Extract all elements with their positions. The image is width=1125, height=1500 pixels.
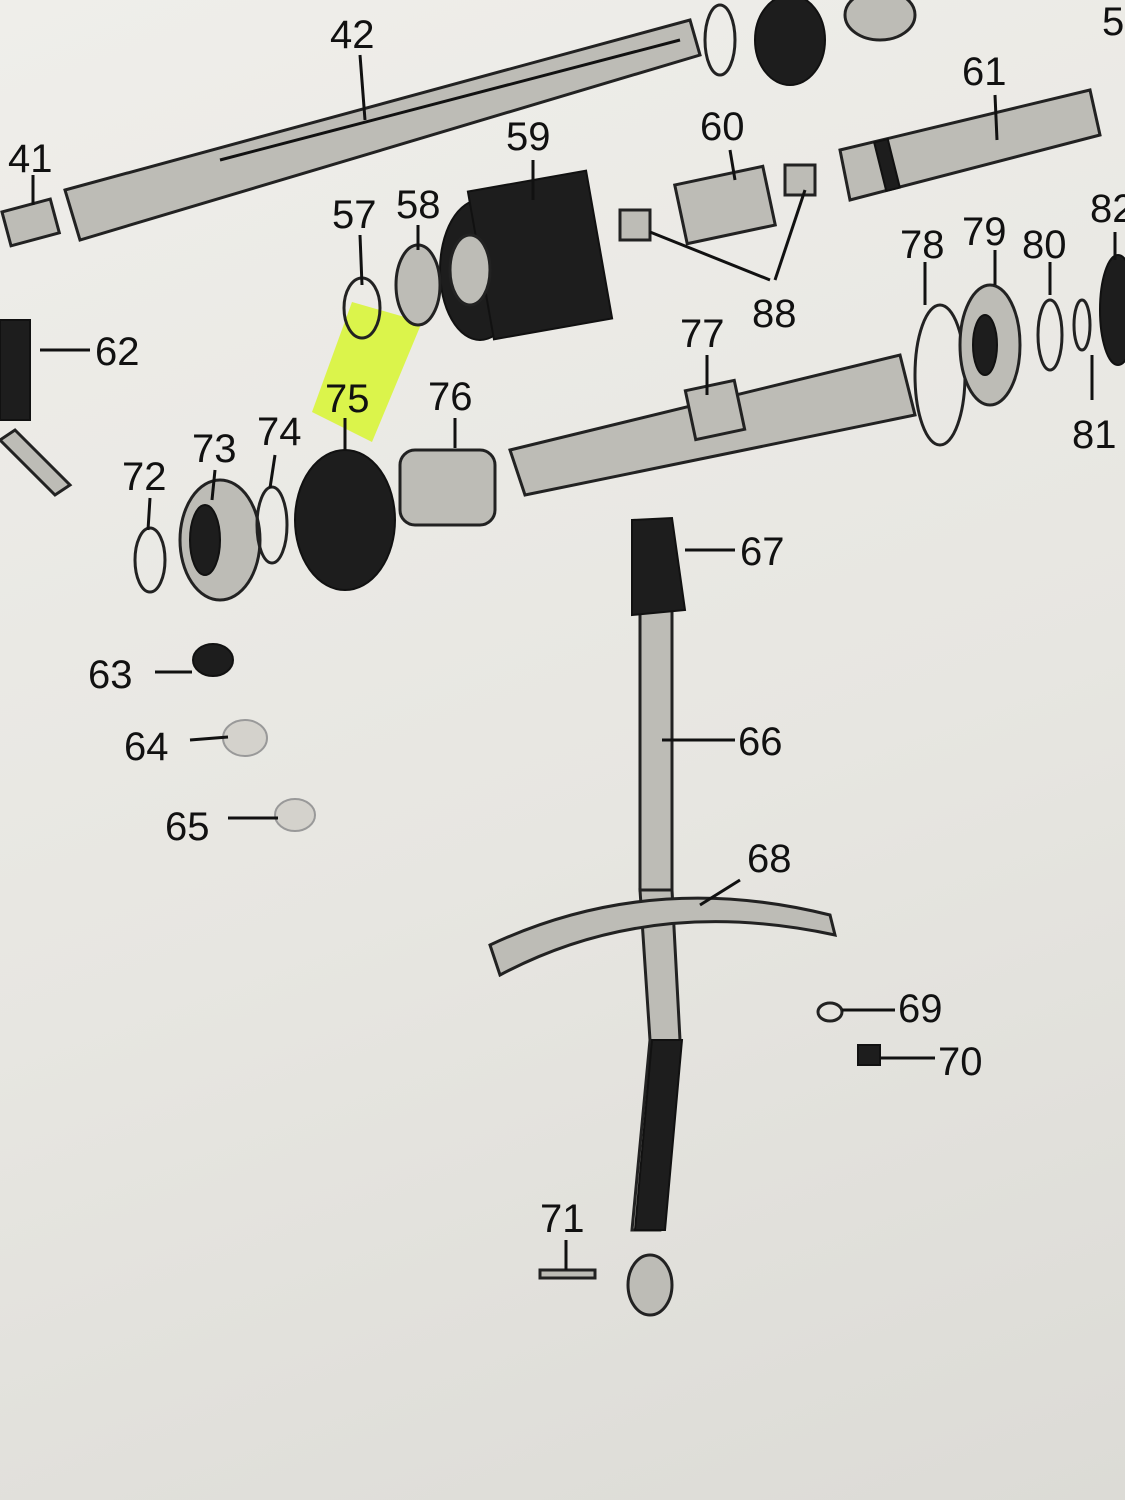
label-72: 72: [122, 455, 167, 499]
part-65-washer: [274, 798, 316, 832]
label-60: 60: [700, 105, 745, 149]
label-66: 66: [738, 720, 783, 764]
label-42: 42: [330, 13, 375, 57]
part-63-washer: [192, 643, 234, 677]
highlight-marker: [312, 302, 422, 442]
part-72-circlip: [133, 526, 167, 594]
label-77: 77: [680, 312, 725, 356]
part-42-mainshaft: [63, 18, 702, 242]
label-80: 80: [1022, 223, 1067, 267]
part-75-gear: [294, 449, 396, 591]
label-88: 88: [752, 292, 797, 336]
label-57: 57: [332, 193, 377, 237]
label-79: 79: [962, 210, 1007, 254]
label-78: 78: [900, 223, 945, 267]
part-60-bush: [672, 164, 778, 246]
label-41: 41: [8, 137, 53, 181]
part-82-seal: [1099, 254, 1125, 366]
part-71-pin: [538, 1268, 597, 1280]
label-71: 71: [540, 1197, 585, 1241]
label-61: 61: [962, 50, 1007, 94]
part-73-bearing: [178, 478, 262, 602]
part-58-thrust-washer: [394, 243, 442, 327]
part-76-bush: [398, 448, 497, 527]
part-41-needle-bearing: [0, 197, 62, 248]
part-80-washer: [1036, 298, 1064, 372]
label-69: 69: [898, 987, 943, 1031]
part-61-shaft: [838, 88, 1102, 202]
label-62: 62: [95, 330, 140, 374]
label-67: 67: [740, 530, 785, 574]
part-74-circlip: [255, 485, 289, 565]
leader-lines: [31, 54, 1117, 1270]
part-68-gate-plate: [488, 896, 838, 978]
part-66-gear-lever: [626, 608, 684, 1317]
label-59: 59: [506, 115, 551, 159]
part-78-circlip: [913, 303, 967, 447]
top-gears: [703, 0, 917, 86]
label-63: 63: [88, 653, 133, 697]
label-73: 73: [192, 427, 237, 471]
label-5: 5: [1102, 0, 1124, 44]
part-79-bearing: [958, 283, 1022, 407]
label-70: 70: [938, 1040, 983, 1084]
part-67-knob: [631, 516, 687, 617]
label-64: 64: [124, 725, 169, 769]
label-58: 58: [396, 183, 441, 227]
part-88-needle-rollers: [618, 163, 817, 282]
part-59-gear-cluster: [439, 169, 614, 341]
part-64-washer: [222, 719, 268, 757]
label-76: 76: [428, 375, 473, 419]
label-81: 81: [1072, 413, 1117, 457]
label-75: 75: [325, 377, 370, 421]
label-68: 68: [747, 837, 792, 881]
part-62-bracket: [0, 319, 73, 497]
part-77-layshaft: [508, 353, 917, 497]
part-81-ring: [1072, 298, 1092, 352]
label-82: 82: [1090, 187, 1125, 231]
part-70-screw: [857, 1044, 881, 1066]
part-69-ball: [816, 1001, 844, 1023]
label-74: 74: [257, 410, 302, 454]
label-65: 65: [165, 805, 210, 849]
